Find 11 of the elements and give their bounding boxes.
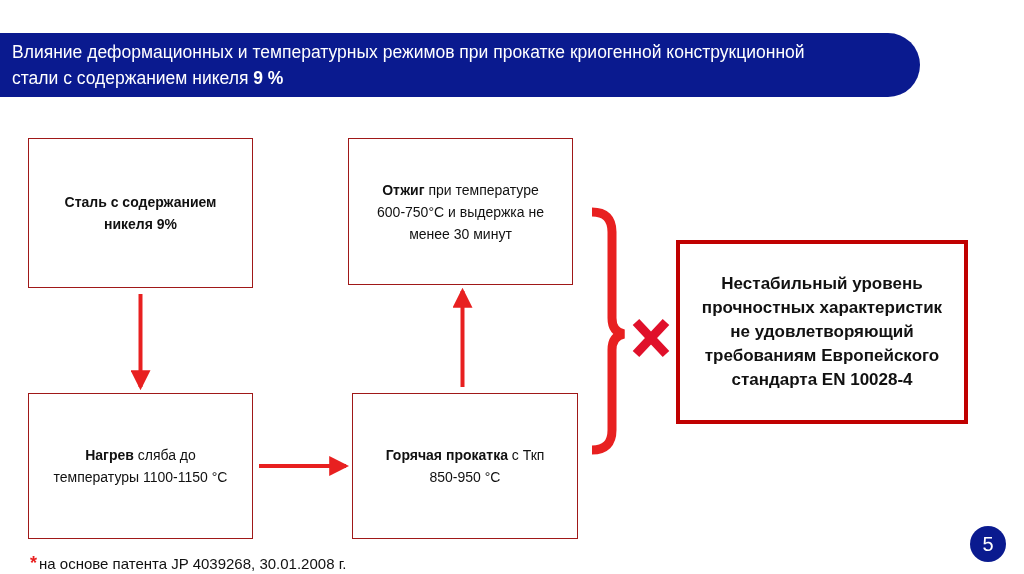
title: Влияние деформационных и температурных режимов при прокатке криогенной конструкционной стали с содержанием никеля 9 % [12, 41, 806, 90]
process-box: Горячая прокатка с Ткп 850-950 °C [352, 393, 578, 539]
process-box: Нагрев сляба до температуры 1100-1150 °C [28, 393, 253, 539]
footnote: на основе патента JP 4039268, 30.01.2008 г. [39, 554, 347, 574]
process-box: Отжиг при температуре 600-750°C и выдержка не менее 30 минут [348, 138, 573, 285]
arrow [130, 294, 151, 391]
footnote-asterisk: * [30, 552, 37, 574]
process-box: Сталь с содержанием никеля 9% [28, 138, 253, 288]
result-box: Нестабильный уровень прочностных характеристик не удовлетворяющий требованиям Европейского стандарта EN 10028-4 [676, 240, 968, 424]
arrow [452, 287, 473, 387]
arrow [259, 456, 350, 476]
